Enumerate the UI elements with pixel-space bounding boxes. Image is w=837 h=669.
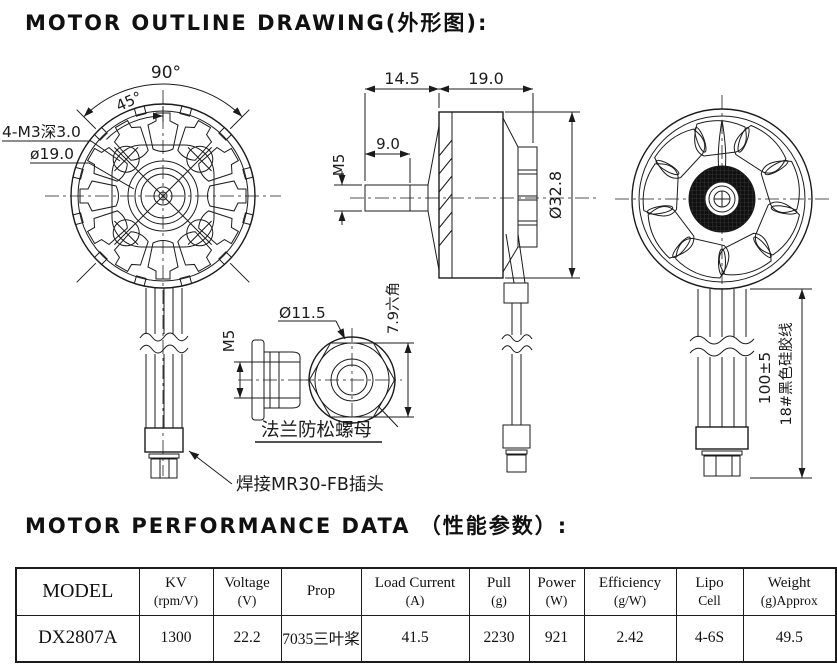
cell-model: DX2807A	[15, 614, 140, 663]
cell-power: 921	[528, 614, 585, 663]
shaft-thread-label: M5	[330, 154, 348, 177]
angle-45-label: 45°	[113, 88, 145, 115]
front-view	[2, 83, 281, 485]
cell-kv: 1300	[138, 614, 214, 663]
back-view	[615, 95, 830, 479]
side-view-wire	[501, 233, 533, 473]
motor-outline-drawing: 90° 45° 4-M3深3.0 ø19.0 焊接MR30-FB插头 14.5 …	[2, 63, 830, 495]
cell-load-current: 41.5	[360, 614, 470, 663]
header-efficiency: Efficiency(g/W)	[583, 567, 677, 616]
thread-length-label: 9.0	[376, 135, 400, 153]
table-header-row: MODEL KV(rpm/V) Voltage(V) Prop Load Cur…	[15, 567, 837, 616]
shaft-length-label: 14.5	[384, 69, 420, 88]
performance-data-title: MOTOR PERFORMANCE DATA （性能参数）:	[25, 514, 569, 538]
drawing-labels: 90° 45° 4-M3深3.0 ø19.0 焊接MR30-FB插头 14.5 …	[2, 63, 795, 495]
outline-drawing-title: MOTOR OUTLINE DRAWING(外形图):	[25, 11, 489, 35]
wire-gauge-label: 18#黑色硅胶线	[778, 322, 795, 425]
header-power: Power(W)	[528, 567, 585, 616]
header-kv: KV(rpm/V)	[138, 567, 214, 616]
header-prop: Prop	[280, 567, 362, 616]
cell-weight: 49.5	[742, 614, 837, 663]
mount-holes	[112, 145, 214, 247]
cell-pull: 2230	[468, 614, 530, 663]
body-diameter-label: Ø32.8	[546, 171, 565, 219]
back-view-wires	[689, 289, 755, 477]
wire-length-label: 100±5	[756, 352, 774, 404]
table-data-row: DX2807A 1300 22.2 7035三叶桨 41.5 2230 921 …	[15, 614, 837, 663]
side-view	[334, 85, 600, 473]
flange-nut-views	[234, 320, 414, 443]
header-model: MODEL	[15, 567, 140, 616]
cell-prop: 7035三叶桨	[280, 614, 362, 663]
connector-label: 焊接MR30-FB插头	[236, 475, 384, 495]
header-pull: Pull(g)	[468, 567, 530, 616]
nut-diameter-label: Ø11.5	[279, 304, 326, 322]
nut-hex-label: 7.9六角	[385, 282, 402, 334]
cell-lipo: 4-6S	[675, 614, 744, 663]
body-length-label: 19.0	[468, 69, 504, 88]
angle-90-label: 90°	[151, 63, 181, 83]
cell-voltage: 22.2	[212, 614, 282, 663]
nut-caption: 法兰防松螺母	[261, 420, 372, 441]
front-view-wires	[139, 288, 189, 479]
header-weight: Weight(g)Approx	[742, 567, 837, 616]
header-load-current: Load Current(A)	[360, 567, 470, 616]
performance-table: MODEL KV(rpm/V) Voltage(V) Prop Load Cur…	[15, 567, 837, 663]
bolt-circle-label: ø19.0	[30, 145, 74, 163]
nut-thread-label: M5	[220, 330, 238, 353]
cell-efficiency: 2.42	[583, 614, 677, 663]
mount-holes-label: 4-M3深3.0	[2, 123, 81, 141]
header-voltage: Voltage(V)	[212, 567, 282, 616]
